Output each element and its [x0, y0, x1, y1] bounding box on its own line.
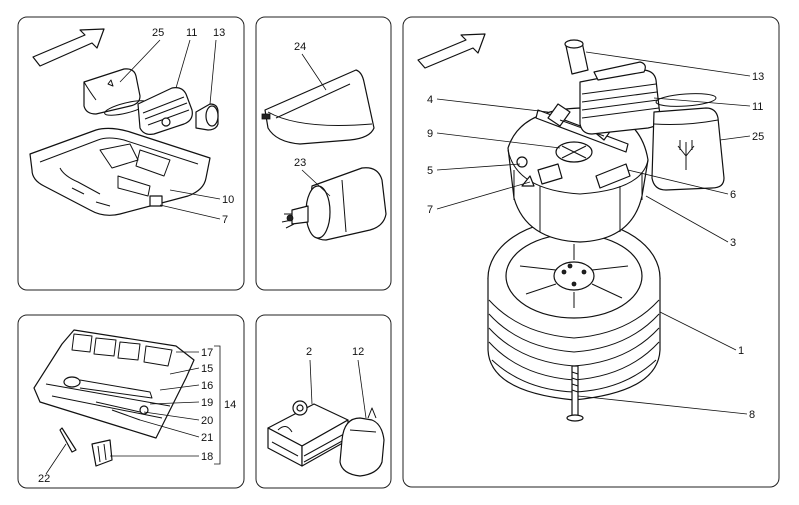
part-compressor-top-left — [137, 87, 193, 135]
panel-top-middle: 24 23 — [255, 16, 392, 291]
part-storage-tray — [29, 127, 211, 216]
callout-label: 17 — [201, 347, 213, 359]
callout-label: 4 — [427, 94, 433, 106]
callout-label: 2 — [306, 346, 312, 358]
direction-arrow-icon — [32, 28, 105, 67]
callout-label: 7 — [222, 214, 228, 226]
callout-label: 6 — [730, 189, 736, 201]
callout-label: 1 — [738, 345, 744, 357]
part-sleeve — [564, 39, 589, 75]
part-pouch — [261, 69, 375, 145]
callout-label: 13 — [213, 27, 225, 39]
part-compressor-bag — [339, 407, 385, 477]
part-tool-case — [33, 329, 195, 439]
part-sleeve — [195, 103, 219, 131]
part-tow-eye — [91, 439, 113, 467]
part-storage-bag — [651, 107, 725, 191]
callout-label: 7 — [427, 204, 433, 216]
part-compressor — [579, 61, 661, 135]
callout-label: 25 — [752, 131, 764, 143]
callout-label: 23 — [294, 157, 306, 169]
maserati-trident-logo — [677, 140, 695, 170]
direction-arrow-icon — [417, 33, 486, 69]
callout-label: 15 — [201, 363, 213, 375]
callout-label: 24 — [294, 41, 306, 53]
panel-right: 13 4 11 25 9 5 6 7 3 1 8 — [402, 16, 780, 488]
callout-label: 11 — [186, 27, 197, 39]
panel-bottom-left: 17 15 16 19 20 21 18 22 14 — [17, 314, 245, 489]
panel-top-left: 25 11 13 10 7 — [17, 16, 245, 291]
panel-bottom-middle: 2 12 — [255, 314, 392, 489]
callout-label: 10 — [222, 194, 234, 206]
part-center-bolt — [566, 365, 584, 422]
callout-label: 8 — [749, 409, 755, 421]
callout-label: 9 — [427, 128, 433, 140]
callout-label: 19 — [201, 397, 213, 409]
callout-label: 16 — [201, 380, 213, 392]
group-callout-label: 14 — [224, 399, 236, 411]
callout-label: 18 — [201, 451, 213, 463]
callout-label: 21 — [201, 432, 213, 444]
callout-label: 5 — [427, 165, 433, 177]
callout-label: 25 — [152, 27, 164, 39]
callout-label: 3 — [730, 237, 736, 249]
callout-label: 20 — [201, 415, 213, 427]
part-hex-key — [59, 427, 77, 453]
callout-label: 12 — [352, 346, 364, 358]
callout-label: 22 — [38, 473, 50, 485]
part-sealant-bottle — [281, 167, 387, 241]
callout-label: 13 — [752, 71, 764, 83]
callout-label: 11 — [752, 101, 763, 113]
